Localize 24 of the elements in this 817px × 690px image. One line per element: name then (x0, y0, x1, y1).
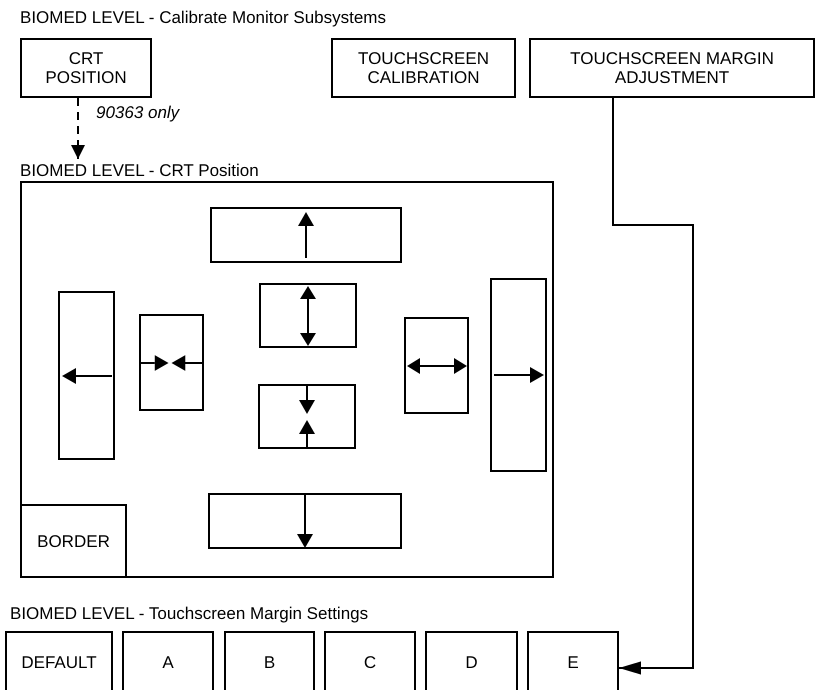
screen-button (139, 314, 204, 411)
screen-button: CRT POSITION (20, 38, 152, 98)
screen-button: C (324, 631, 416, 690)
screen-button (210, 207, 402, 263)
screen-button: TOUCHSCREEN CALIBRATION (331, 38, 516, 98)
screen-heading: BIOMED LEVEL - CRT Position (20, 161, 259, 180)
arrow (612, 98, 694, 675)
screen-button: D (425, 631, 518, 690)
screen-heading: BIOMED LEVEL - Touchscreen Margin Settings (10, 604, 368, 624)
screen-button (58, 291, 115, 460)
screen-button: B (224, 631, 315, 690)
screen-button: DEFAULT (5, 631, 113, 690)
screen-button: TOUCHSCREEN MARGIN ADJUSTMENT (529, 38, 815, 98)
screen-button (259, 283, 357, 348)
edge-label: 90363 only (96, 103, 180, 123)
screen-heading: BIOMED LEVEL - Calibrate Monitor Subsystems (20, 8, 386, 28)
screen-button: BORDER (20, 504, 127, 578)
arrow (71, 98, 85, 159)
screen-button: A (122, 631, 214, 690)
screen-button: E (527, 631, 619, 690)
screen-button (490, 278, 547, 472)
screen-button (258, 384, 356, 449)
screen-button (208, 493, 402, 549)
screen-button (404, 317, 469, 414)
